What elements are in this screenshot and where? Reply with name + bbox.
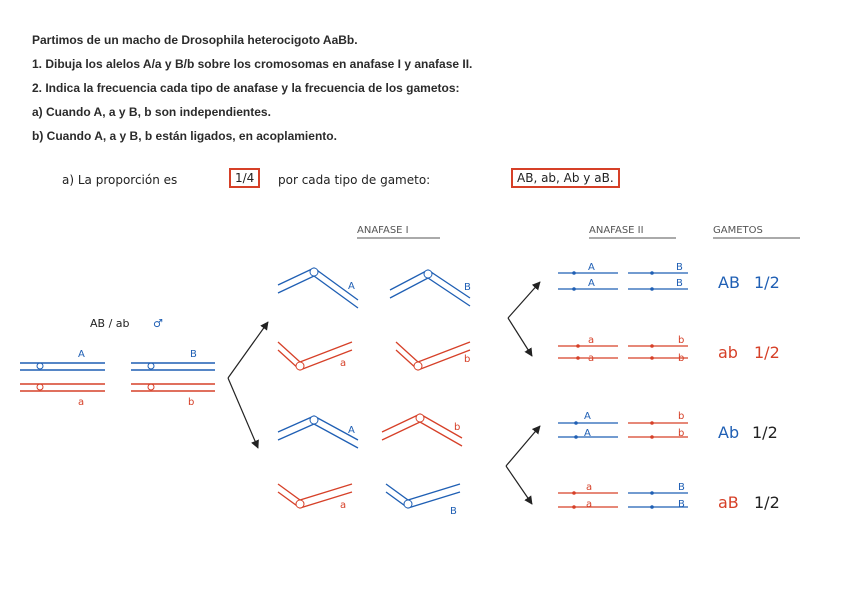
anafase1-chrom-b: b bbox=[396, 342, 470, 370]
anafase1-label: B bbox=[464, 282, 471, 293]
anafase1-label: b bbox=[464, 354, 470, 365]
header-anafase1-text: ANAFASE I bbox=[357, 225, 409, 236]
gamete-3-genotype: Ab bbox=[718, 423, 739, 442]
svg-text:B: B bbox=[676, 262, 683, 273]
arrow-to-anafase2-2 bbox=[508, 318, 532, 356]
svg-text:a: a bbox=[588, 335, 594, 346]
anafase1-chrom-A2: A bbox=[278, 416, 358, 448]
gamete-4-genotype: aB bbox=[718, 493, 739, 512]
anafase2-row-4: a a B B bbox=[558, 482, 688, 510]
anafase1-label: A bbox=[348, 425, 355, 436]
svg-text:A: A bbox=[588, 278, 595, 289]
svg-text:a: a bbox=[586, 482, 592, 493]
anafase2-row-2: a a b b bbox=[558, 335, 688, 364]
anafase1-label: A bbox=[348, 281, 355, 292]
gamete-3-freq: 1/2 bbox=[752, 423, 778, 442]
header-gametos-text: GAMETOS bbox=[713, 225, 763, 236]
anafase2-row-3: A A b b bbox=[558, 411, 688, 439]
anafase1-label: b bbox=[454, 422, 460, 433]
anafase1-chrom-a2: a bbox=[278, 484, 352, 511]
parent-genotype: AB / ab bbox=[90, 317, 130, 330]
anafase2-row-1: A A B B bbox=[558, 262, 688, 291]
parent-chromosome-right: B b bbox=[131, 349, 215, 408]
parent-allele-b: b bbox=[188, 397, 194, 408]
svg-text:A: A bbox=[584, 428, 591, 439]
svg-text:A: A bbox=[584, 411, 591, 422]
svg-text:B: B bbox=[678, 499, 685, 510]
anafase1-chrom-B: B bbox=[390, 270, 471, 306]
header-gametos: GAMETOS bbox=[713, 225, 800, 238]
svg-text:B: B bbox=[676, 278, 683, 289]
anafase1-chrom-a: a bbox=[278, 342, 352, 370]
gamete-4-freq: 1/2 bbox=[754, 493, 780, 512]
arrow-to-anafase2-3 bbox=[506, 426, 540, 466]
anafase1-chrom-b2: b bbox=[382, 414, 462, 446]
gamete-2-genotype: ab bbox=[718, 343, 738, 362]
parent-allele-A: A bbox=[78, 349, 85, 360]
arrow-to-anafase1-bottom bbox=[228, 378, 258, 448]
svg-text:A: A bbox=[588, 262, 595, 273]
anafase1-chrom-B2: B bbox=[386, 484, 460, 517]
male-symbol: ♂ bbox=[153, 317, 163, 330]
anafase1-chrom-A: A bbox=[278, 268, 358, 308]
arrow-to-anafase2-1 bbox=[508, 282, 540, 318]
gamete-1-genotype: AB bbox=[718, 273, 740, 292]
arrow-to-anafase2-4 bbox=[506, 466, 532, 504]
header-anafase1: ANAFASE I bbox=[357, 225, 440, 238]
gamete-3: Ab 1/2 bbox=[718, 423, 778, 442]
svg-text:B: B bbox=[678, 482, 685, 493]
gamete-2: ab 1/2 bbox=[718, 343, 780, 362]
parent-chromosome-left: A a bbox=[20, 349, 105, 408]
gamete-1: AB 1/2 bbox=[718, 273, 780, 292]
anafase1-label: B bbox=[450, 506, 457, 517]
anafase1-label: a bbox=[340, 358, 346, 369]
svg-text:b: b bbox=[678, 353, 684, 364]
svg-text:a: a bbox=[588, 353, 594, 364]
gamete-4: aB 1/2 bbox=[718, 493, 780, 512]
anafase1-label: a bbox=[340, 500, 346, 511]
gamete-2-freq: 1/2 bbox=[754, 343, 780, 362]
gamete-1-freq: 1/2 bbox=[754, 273, 780, 292]
svg-text:b: b bbox=[678, 335, 684, 346]
parent-allele-B: B bbox=[190, 349, 197, 360]
svg-text:b: b bbox=[678, 428, 684, 439]
header-anafase2-text: ANAFASE II bbox=[589, 225, 644, 236]
svg-text:b: b bbox=[678, 411, 684, 422]
svg-text:a: a bbox=[586, 499, 592, 510]
header-anafase2: ANAFASE II bbox=[589, 225, 676, 238]
arrow-to-anafase1-top bbox=[228, 322, 268, 378]
parent-allele-a: a bbox=[78, 397, 84, 408]
